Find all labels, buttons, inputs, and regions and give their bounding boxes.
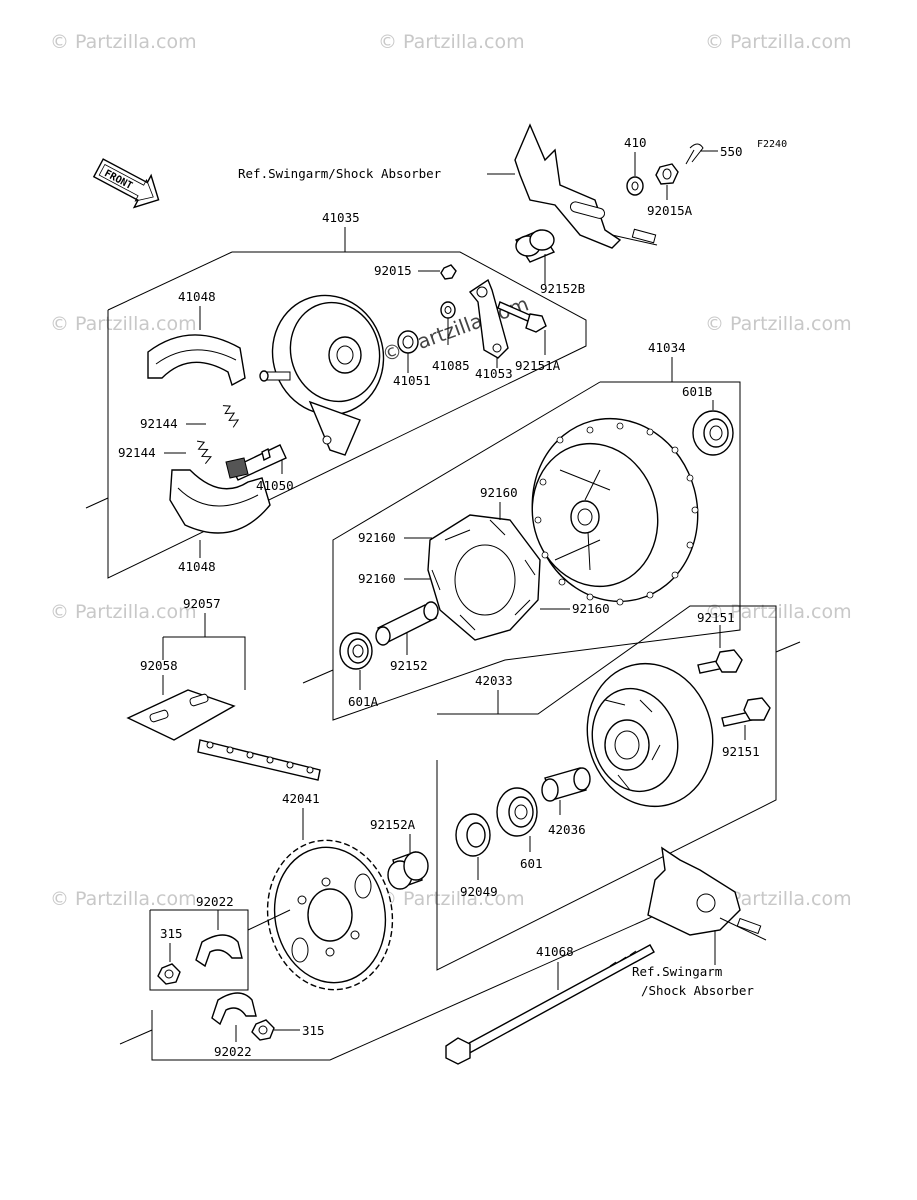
lock-plate-92022-top: [195, 934, 243, 968]
bolt-92151-top: [697, 649, 743, 674]
watermark: © Partzilla.com: [705, 888, 852, 910]
camshaft-41050: [225, 444, 287, 481]
rear-wheel-hub: [531, 417, 699, 606]
ref-swingarm-bottom-line2: /Shock Absorber: [641, 983, 754, 998]
watermark: © Partzilla.com: [378, 888, 525, 910]
bearing-601A: [339, 632, 373, 670]
watermark: © Partzilla.com: [50, 313, 197, 335]
label-601B: 601B: [682, 384, 712, 399]
label-410: 410: [624, 135, 647, 150]
master-link-92058: [126, 689, 236, 741]
nut-315-left: [157, 963, 181, 985]
label-92057: 92057: [183, 596, 221, 611]
rear-sprocket-42041: [266, 839, 394, 991]
label-42036: 42036: [548, 822, 586, 837]
watermark: © Partzilla.com: [705, 313, 852, 335]
ref-swingarm-top: Ref.Swingarm/Shock Absorber: [238, 166, 442, 181]
watermark-center: © Partzilla.com: [379, 292, 532, 367]
wheel-damper-92160: [427, 514, 541, 641]
watermark: © Partzilla.com: [50, 888, 197, 910]
label-92151-top: 92151: [697, 610, 735, 625]
brake-shoe-top-41048: [147, 334, 246, 387]
label-92160-right: 92160: [572, 601, 610, 616]
brake-shoe-bottom-41048: [169, 469, 271, 534]
label-41051: 41051: [393, 373, 431, 388]
bearing-601B: [692, 410, 734, 456]
label-92152B: 92152B: [540, 281, 585, 296]
cotter-pin-550: [685, 143, 704, 165]
watermark: © Partzilla.com: [50, 31, 197, 53]
sleeve-92152: [375, 601, 439, 646]
label-550: 550: [720, 144, 743, 159]
swingarm-reference-bottom: [647, 846, 767, 941]
nut-315-bottom: [251, 1019, 275, 1041]
collar-92152B: [514, 229, 556, 263]
nut-92015: [440, 264, 457, 280]
ref-swingarm-bottom-line1: Ref.Swingarm: [632, 964, 722, 979]
label-601: 601: [520, 856, 543, 871]
watermark: © Partzilla.com: [705, 31, 852, 53]
label-41050: 41050: [256, 478, 294, 493]
bolt-92151A: [497, 301, 547, 333]
collar-42036: [541, 767, 591, 802]
label-315-left: 315: [160, 926, 183, 941]
label-41085: 41085: [432, 358, 470, 373]
figure-code: F2240: [757, 139, 787, 150]
rear-axle-41068: [445, 944, 655, 1065]
rear-coupling-42033: [586, 662, 714, 808]
label-92160-left2: 92160: [358, 571, 396, 586]
label-92022-top: 92022: [196, 894, 234, 909]
label-42033: 42033: [475, 673, 513, 688]
label-42041: 42041: [282, 791, 320, 806]
washer-410: [626, 176, 644, 196]
label-92151A: 92151A: [515, 358, 561, 373]
bolt-92151-right: [721, 697, 771, 727]
front-arrow-icon: FRONT: [92, 158, 160, 209]
label-92049: 92049: [460, 884, 498, 899]
washer-41085: [440, 301, 456, 319]
label-41034: 41034: [648, 340, 686, 355]
label-92152A: 92152A: [370, 817, 416, 832]
watermark-layer: © Partzilla.com © Partzilla.com © Partzi…: [50, 31, 852, 910]
label-92151-right: 92151: [722, 744, 760, 759]
label-92160-left1: 92160: [358, 530, 396, 545]
label-92058: 92058: [140, 658, 178, 673]
label-41048-top: 41048: [178, 289, 216, 304]
label-601A: 601A: [348, 694, 379, 709]
brake-arm-41053: [468, 278, 509, 359]
label-41068: 41068: [536, 944, 574, 959]
label-92015A: 92015A: [647, 203, 693, 218]
label-92144-a: 92144: [140, 416, 178, 431]
spring-92144-a: [222, 405, 240, 428]
label-92144-b: 92144: [118, 445, 156, 460]
seal-41051: [397, 330, 419, 354]
hub-bolt-holes: [534, 422, 699, 606]
bearing-601: [496, 787, 538, 837]
watermark: © Partzilla.com: [378, 31, 525, 53]
spring-92144-b: [196, 440, 212, 465]
label-41053: 41053: [475, 366, 513, 381]
nut-92015A: [655, 163, 679, 185]
collar-92152A: [387, 851, 429, 890]
label-41035: 41035: [322, 210, 360, 225]
label-41048-bottom: 41048: [178, 559, 216, 574]
brake-panel: [259, 294, 385, 456]
oil-seal-92049: [455, 813, 491, 857]
label-92015: 92015: [374, 263, 412, 278]
lock-plate-92022-bottom: [211, 992, 257, 1026]
label-92160-top: 92160: [480, 485, 518, 500]
drive-chain: [197, 739, 321, 781]
watermark: © Partzilla.com: [50, 601, 197, 623]
swingarm-reference-top: [514, 123, 658, 249]
label-315-bottom: 315: [302, 1023, 325, 1038]
label-92022-bottom: 92022: [214, 1044, 252, 1059]
label-92152: 92152: [390, 658, 428, 673]
